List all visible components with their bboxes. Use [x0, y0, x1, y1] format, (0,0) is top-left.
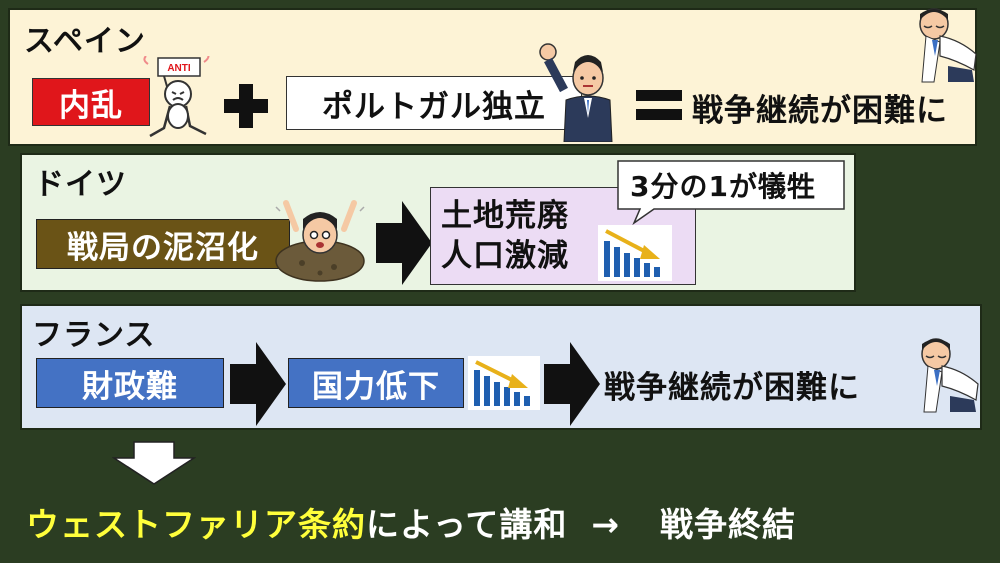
- france-panel: フランス 財政難 国力低下 戦争継続が困難に: [20, 304, 982, 430]
- civil-war-box: 内乱: [32, 78, 150, 126]
- quagmire-label: 戦局の泥沼化: [67, 229, 259, 266]
- quagmire-box: 戦局の泥沼化: [36, 219, 290, 269]
- conclusion-line: ウェストファリア条約によって講和 → 戦争終結: [26, 498, 796, 546]
- france-arrow-1-icon: [230, 342, 286, 426]
- spain-panel: スペイン 内乱 ANTI ポルトガル独立: [8, 8, 977, 146]
- plus-icon: [222, 82, 270, 130]
- germany-arrow-icon: [376, 201, 432, 285]
- declining-chart-icon: [598, 225, 672, 281]
- france-declining-chart-icon: [468, 356, 540, 410]
- anti-sign-text: ANTI: [167, 63, 191, 74]
- national-power-decline-box: 国力低下: [288, 358, 464, 408]
- land-devastation-label: 土地荒廃: [441, 198, 569, 234]
- fist-pump-man-illustration: [534, 40, 622, 143]
- down-arrow-icon: [111, 440, 197, 486]
- mud-sinking-man-illustration: [274, 195, 366, 285]
- spain-title: スペイン: [24, 24, 146, 59]
- result-arrow-text: →: [591, 505, 621, 544]
- france-despair-man-illustration: [910, 336, 982, 416]
- portugal-independence-label: ポルトガル独立: [322, 88, 546, 125]
- casualty-callout-text: 3分の1が犠牲: [630, 170, 816, 203]
- france-arrow-2-icon: [544, 342, 600, 426]
- casualty-callout: 3分の1が犠牲: [616, 159, 848, 225]
- financial-difficulty-label: 財政難: [82, 368, 178, 405]
- protester-illustration: ANTI: [140, 53, 212, 146]
- despair-man-illustration: [908, 6, 980, 86]
- war-end-text: 戦争終結: [660, 505, 797, 544]
- spain-result-text: 戦争継続が困難に: [692, 93, 948, 129]
- germany-title: ドイツ: [34, 167, 127, 202]
- westphalia-treaty-text: ウェストファリア条約: [26, 505, 366, 544]
- peace-text: によって講和: [366, 505, 568, 544]
- france-title: フランス: [32, 318, 156, 353]
- civil-war-label: 内乱: [59, 87, 123, 124]
- population-decline-label: 人口激減: [441, 238, 569, 274]
- germany-panel: ドイツ 戦局の泥沼化 土地荒廃 人口激減: [20, 153, 856, 292]
- financial-difficulty-box: 財政難: [36, 358, 224, 408]
- national-power-decline-label: 国力低下: [312, 368, 440, 405]
- equals-icon: [636, 88, 682, 122]
- portugal-independence-box: ポルトガル独立: [286, 76, 582, 130]
- france-result-text: 戦争継続が困難に: [604, 370, 860, 406]
